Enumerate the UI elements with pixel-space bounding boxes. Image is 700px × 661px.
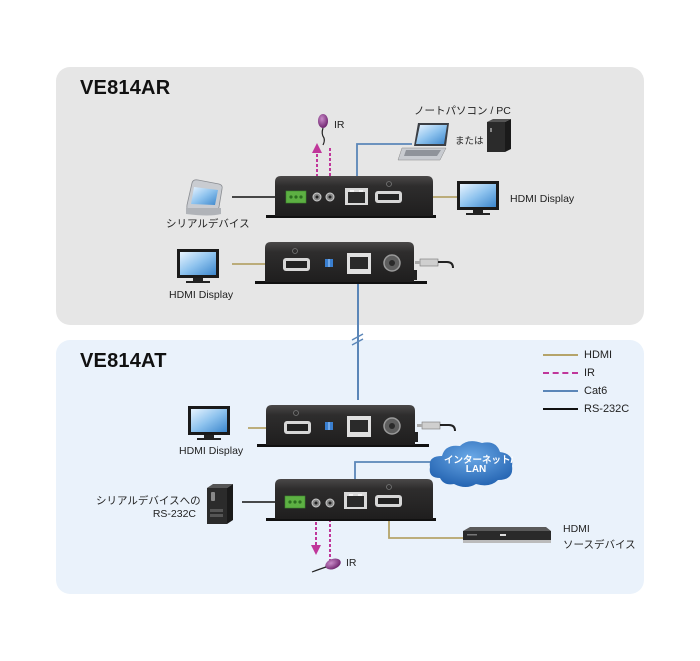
legend-label: IR [584, 367, 595, 379]
hdmi-display-label: HDMI Display [169, 289, 234, 301]
cloud-label-line2: LAN [465, 464, 487, 475]
cable-break-mark [351, 333, 364, 341]
power-plug [415, 258, 454, 269]
serial-device-label: シリアルデバイス [166, 218, 250, 230]
laptop-icon [397, 123, 449, 161]
legend-swatch [543, 372, 578, 374]
legend-swatch [543, 390, 578, 392]
serial-device-icon [186, 179, 223, 216]
ir-sensor-icon [311, 558, 341, 573]
ve814at-front-unit [257, 405, 456, 447]
hdmi-display-icon [457, 181, 499, 215]
receiver-title: VE814AR [80, 77, 171, 99]
legend-swatch [543, 354, 578, 356]
serial-rs232-label-line2: RS-232C [152, 508, 196, 520]
hdmi-source-device-icon [463, 527, 551, 543]
hdmi-display-icon [177, 249, 219, 283]
hdmi-source-label-line1: HDMI [563, 523, 590, 535]
legend-swatch [543, 408, 578, 410]
hdmi-source-label-line2: ソースデバイス [563, 539, 636, 551]
legend-item-ir: IR [543, 366, 595, 380]
legend-label: RS-232C [584, 403, 630, 415]
ve814at-rear-unit [266, 479, 436, 521]
hdmi-display-icon [188, 406, 230, 440]
legend-item-cat6: Cat6 [543, 384, 607, 398]
ve814ar-rear-unit [266, 176, 436, 218]
cat6-cable-ar-laptop [356, 143, 412, 187]
ir-label: IR [334, 119, 345, 131]
cloud-label-line1: インターネット/ [444, 455, 514, 466]
legend-label: Cat6 [584, 385, 608, 397]
power-plug [417, 421, 456, 432]
ir-sensor-icon [318, 114, 328, 146]
hdmi-display-label: HDMI Display [510, 193, 575, 205]
transmitter-panel [56, 340, 644, 594]
ir-label: IR [346, 557, 357, 569]
pc-tower-icon [487, 119, 511, 152]
hdmi-display-label: HDMI Display [179, 445, 244, 457]
legend-item-rs232c: RS-232C [543, 402, 629, 416]
legend-item-hdmi: HDMI [543, 348, 612, 362]
laptop-pc-label: ノートパソコン / PC [414, 105, 511, 117]
transmitter-title: VE814AT [80, 350, 167, 372]
ve814ar-front-unit [255, 242, 454, 284]
internet-lan-cloud-icon [429, 441, 513, 487]
or-label: または [455, 136, 484, 147]
legend-label: HDMI [584, 349, 613, 361]
cable-break-mark [351, 338, 364, 346]
serial-rs232-label-line1: シリアルデバイスへの [96, 495, 201, 507]
pc-tower-icon [207, 484, 233, 524]
